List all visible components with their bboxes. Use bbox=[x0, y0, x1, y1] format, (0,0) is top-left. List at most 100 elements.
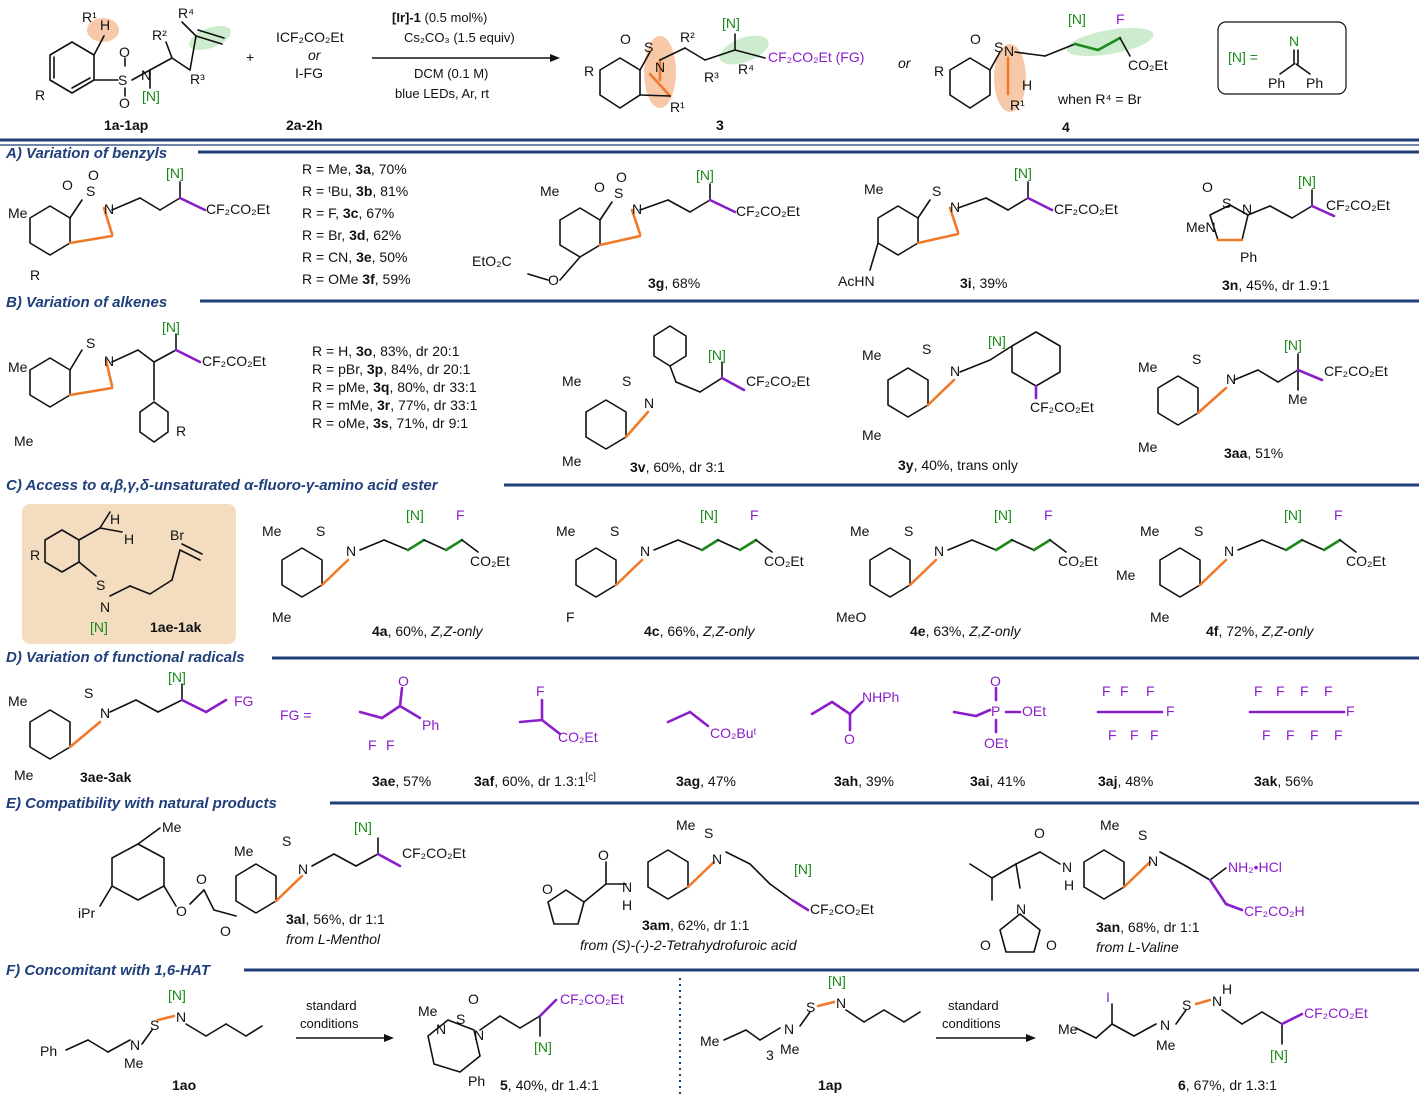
am-me: Me bbox=[676, 817, 696, 833]
compound-3i: Me S N [N] CF₂CO₂Et AcHN 3i, 39% bbox=[838, 165, 1118, 291]
3ak-f1: F bbox=[1254, 683, 1263, 699]
list-3a: R = Me, 3a, 70% bbox=[302, 161, 407, 177]
section-c: H H R S N [N] Br 1ae-1ak Me Me S N [N] F… bbox=[22, 504, 1386, 644]
or-text: or bbox=[898, 55, 912, 71]
3ae-o: O bbox=[398, 673, 409, 689]
b-fg: CF₂CO₂Et bbox=[202, 353, 266, 369]
label-3ag: 3ag, 47% bbox=[676, 773, 736, 789]
b-n-group: [N] bbox=[162, 319, 180, 335]
1ap-nn: N bbox=[836, 995, 846, 1011]
p4-h: H bbox=[1022, 77, 1032, 93]
y-me2: Me bbox=[862, 427, 882, 443]
d-n: N bbox=[100, 705, 110, 721]
p4-label: 4 bbox=[1062, 119, 1070, 135]
p3-o: O bbox=[620, 31, 631, 47]
b-me2: Me bbox=[14, 433, 34, 449]
5-n-group: [N] bbox=[534, 1039, 552, 1055]
fg-3ai: P O OEt OEt 3ai, 41% bbox=[952, 673, 1046, 789]
b-r: R bbox=[176, 423, 186, 439]
v-me: Me bbox=[562, 373, 582, 389]
arrow-left-line1: standard bbox=[306, 998, 357, 1013]
1ap-three: 3 bbox=[766, 1047, 774, 1063]
al-n: N bbox=[298, 861, 308, 877]
label-3v: 3v, 60%, dr 3:1 bbox=[630, 459, 725, 475]
box-n-group: [N] bbox=[90, 619, 108, 635]
source-3an: from L-Valine bbox=[1096, 939, 1179, 955]
1ap-me2: Me bbox=[780, 1041, 800, 1057]
p3-r4: R⁴ bbox=[738, 61, 754, 77]
4c-f: F bbox=[750, 507, 759, 523]
arrow-left: standard conditions bbox=[296, 998, 394, 1042]
sm-r3: R³ bbox=[190, 71, 205, 87]
section-b-title: B) Variation of alkenes bbox=[6, 294, 167, 311]
3ag-ester: CO₂Buᵗ bbox=[710, 725, 757, 741]
section-d: Me Me S N [N] FG 3ae-3ak FG = O Ph F F 3… bbox=[8, 669, 1355, 789]
al-s: S bbox=[282, 833, 291, 849]
compound-3al: Me iPr O O O Me S N [N] CF₂CO₂Et 3al, 56… bbox=[78, 819, 466, 947]
i-s: S bbox=[932, 183, 941, 199]
an-acid: CF₂CO₂H bbox=[1244, 903, 1305, 919]
light: blue LEDs, Ar, rt bbox=[395, 86, 489, 101]
4f-me2: Me bbox=[1116, 567, 1136, 583]
compound-4e: Me MeO S N [N] F CO₂Et 4e, 63%, Z,Z-only bbox=[836, 507, 1098, 639]
g-o2: O bbox=[616, 169, 627, 185]
4f-me: Me bbox=[1140, 523, 1160, 539]
4c-n: N bbox=[640, 543, 650, 559]
a-me: Me bbox=[8, 205, 28, 221]
al-me: Me bbox=[162, 819, 182, 835]
label-5: 5, 40%, dr 1.4:1 bbox=[500, 1077, 599, 1093]
box-h2: H bbox=[124, 531, 134, 547]
aa-n-group: [N] bbox=[1284, 337, 1302, 353]
6-me: Me bbox=[1058, 1021, 1078, 1037]
label-4f: 4f, 72%, Z,Z-only bbox=[1206, 623, 1314, 639]
am-nh: N bbox=[622, 879, 632, 895]
a-r: R bbox=[30, 267, 40, 283]
3ak-f5: F bbox=[1346, 703, 1355, 719]
1ap-me: Me bbox=[700, 1033, 720, 1049]
al-me2: Me bbox=[234, 843, 254, 859]
aa-me3: Me bbox=[1288, 391, 1308, 407]
section-a-title: A) Variation of benzyls bbox=[5, 145, 167, 162]
1ao-ph: Ph bbox=[40, 1043, 57, 1059]
4f-ester: CO₂Et bbox=[1346, 553, 1386, 569]
al-o2: O bbox=[196, 871, 207, 887]
list-3o: R = H, 3o, 83%, dr 20:1 bbox=[312, 343, 460, 359]
p4-n-group: [N] bbox=[1068, 11, 1086, 27]
compound-3aa: Me Me Me S N [N] CF₂CO₂Et 3aa, 51% bbox=[1138, 337, 1388, 461]
p4-orange-highlight bbox=[994, 44, 1026, 112]
p3-fg: CF₂CO₂Et (FG) bbox=[768, 49, 864, 65]
sm-h: H bbox=[100, 17, 110, 33]
label-3ae-3ak: 3ae-3ak bbox=[80, 769, 132, 785]
a-s: S bbox=[86, 183, 95, 199]
section-f: Ph N Me S N [N] 1ao standard conditions … bbox=[40, 973, 1368, 1098]
4e-s: S bbox=[904, 523, 913, 539]
label-4c: 4c, 66%, Z,Z-only bbox=[644, 623, 756, 639]
sm-nn: N bbox=[141, 67, 151, 83]
3aj-f7: F bbox=[1150, 727, 1159, 743]
i-achn: AcHN bbox=[838, 273, 875, 289]
3af-ester: CO₂Et bbox=[558, 729, 598, 745]
sm-r4: R⁴ bbox=[178, 5, 194, 21]
compound-3n: S O N MeN Ph [N] CF₂CO₂Et 3n, 45%, dr 1.… bbox=[1186, 173, 1390, 293]
solvent: DCM (0.1 M) bbox=[414, 66, 488, 81]
n-fg: CF₂CO₂Et bbox=[1326, 197, 1390, 213]
am-n-group: [N] bbox=[794, 861, 812, 877]
1ao-nn: N bbox=[176, 1009, 186, 1025]
p3-r3: R³ bbox=[704, 69, 719, 85]
v-fg: CF₂CO₂Et bbox=[746, 373, 810, 389]
label-1ao: 1ao bbox=[172, 1077, 196, 1093]
section-e: Me iPr O O O Me S N [N] CF₂CO₂Et 3al, 56… bbox=[78, 817, 1305, 955]
p3-green-highlight bbox=[719, 35, 769, 65]
4e-ester: CO₂Et bbox=[1058, 553, 1098, 569]
4f-s: S bbox=[1194, 523, 1203, 539]
p3-r2: R² bbox=[680, 29, 695, 45]
compound-3v: Me Me S N [N] CF₂CO₂Et 3v, 60%, dr 3:1 bbox=[562, 325, 810, 475]
4e-sub: MeO bbox=[836, 609, 866, 625]
5-me: Me bbox=[418, 1003, 438, 1019]
aa-s: S bbox=[1192, 351, 1201, 367]
4f-n: N bbox=[1224, 543, 1234, 559]
3ak-f7: F bbox=[1286, 727, 1295, 743]
al-ipr: iPr bbox=[78, 905, 95, 921]
aa-fg: CF₂CO₂Et bbox=[1324, 363, 1388, 379]
3ai-oet2: OEt bbox=[984, 735, 1008, 751]
